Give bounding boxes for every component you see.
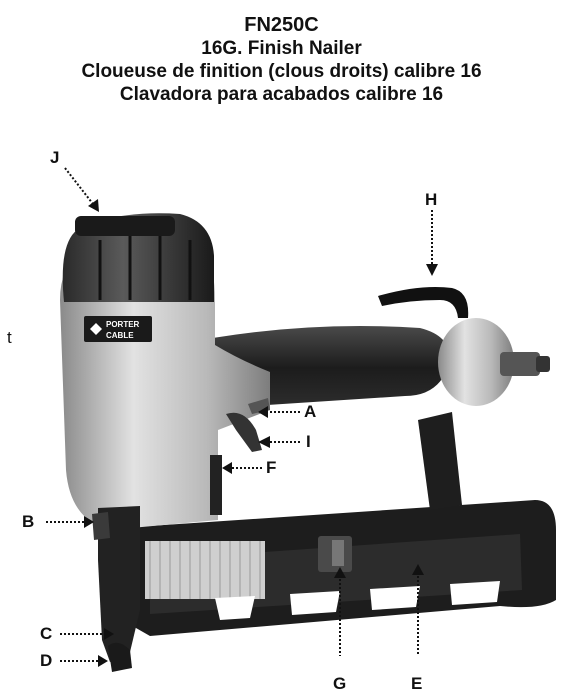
depth-adjust [210,455,222,515]
magazine [120,500,556,636]
document-header: FN250C 16G. Finish Nailer Cloueuse de fi… [0,14,563,106]
callout-label-f: F [266,458,277,477]
rear-support [418,412,462,510]
callout-leaders [46,167,433,662]
air-fitting [500,352,540,376]
title-spanish: Clavadora para acabados calibre 16 [119,84,444,105]
end-cap [438,318,514,406]
callout-label-j: J [50,148,60,167]
brand-line-2: CABLE [106,331,134,340]
stray-letter: t [7,328,12,347]
callout-label-i: I [306,432,311,451]
callout-label-b: B [22,512,35,531]
brand-line-1: PORTER [106,320,140,329]
model-number: FN250C [244,14,319,36]
title-french: Cloueuse de finition (clous droits) cali… [81,61,482,82]
brand-badge [84,316,152,342]
trigger [226,412,262,452]
callout-label-g: G [333,674,347,693]
brand-logo-icon [90,323,102,335]
belt-hook [378,287,469,318]
nose-piece [98,506,140,662]
callout-label-h: H [425,190,438,209]
callout-label-a: A [304,402,317,421]
callout-label-d: D [40,651,53,670]
callout-label-e: E [411,674,423,693]
callout-label-c: C [40,624,53,643]
title-english: 16G. Finish Nailer [201,38,362,59]
callout-arrowheads [84,199,438,667]
